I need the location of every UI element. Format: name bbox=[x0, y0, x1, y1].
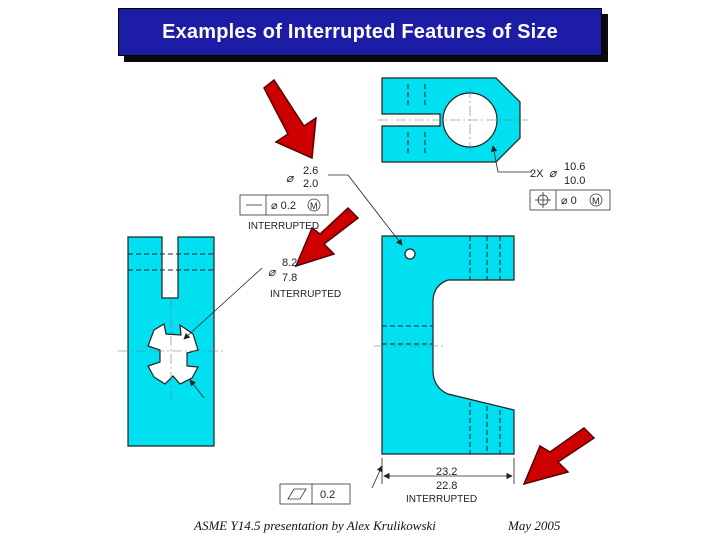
slot-upper-limit: 2.6 bbox=[303, 165, 318, 177]
fcf-slot bbox=[239, 194, 329, 216]
footer-credit: ASME Y14.5 presentation by Alex Krulikow… bbox=[194, 518, 436, 533]
red-arrow-icon bbox=[263, 78, 317, 160]
slot-lower-limit: 2.0 bbox=[303, 178, 318, 190]
slot-modifier: M bbox=[310, 201, 318, 211]
red-arrow-icon bbox=[522, 427, 596, 486]
left-view-part bbox=[118, 236, 224, 447]
fcf-bore bbox=[529, 189, 611, 211]
leader-lines bbox=[183, 145, 532, 489]
slide-title: Examples of Interrupted Features of Size bbox=[162, 20, 558, 43]
hole-upper-limit: 8.2 bbox=[282, 257, 297, 269]
slot-note: INTERRUPTED bbox=[248, 221, 319, 232]
bore-frame-tolerance: ⌀ 0 bbox=[561, 195, 577, 207]
fcf-width bbox=[279, 483, 351, 505]
bore-lower-limit: 10.0 bbox=[564, 175, 585, 187]
red-arrow-icon bbox=[294, 206, 360, 268]
hole-note: INTERRUPTED bbox=[270, 289, 341, 300]
width-frame-tolerance: 0.2 bbox=[320, 489, 335, 501]
front-view-part bbox=[374, 235, 515, 455]
hole-lower-limit: 7.8 bbox=[282, 272, 297, 284]
bore-upper-limit: 10.6 bbox=[564, 161, 585, 173]
bore-modifier: M bbox=[592, 196, 600, 206]
title-bar: Examples of Interrupted Features of Size bbox=[118, 8, 602, 56]
width-lower-limit: 22.8 bbox=[436, 480, 457, 492]
hole-diameter-symbol: ⌀ bbox=[268, 265, 277, 279]
slot-diameter-symbol: ⌀ bbox=[286, 171, 295, 185]
width-note: INTERRUPTED bbox=[406, 494, 477, 505]
bore-diameter-symbol: ⌀ bbox=[549, 166, 558, 180]
width-upper-limit: 23.2 bbox=[436, 466, 457, 478]
bore-count: 2X bbox=[530, 168, 544, 180]
slot-frame-tolerance: ⌀ 0.2 bbox=[271, 200, 296, 212]
footer-date: May 2005 bbox=[508, 518, 561, 533]
top-view-part bbox=[378, 77, 528, 163]
